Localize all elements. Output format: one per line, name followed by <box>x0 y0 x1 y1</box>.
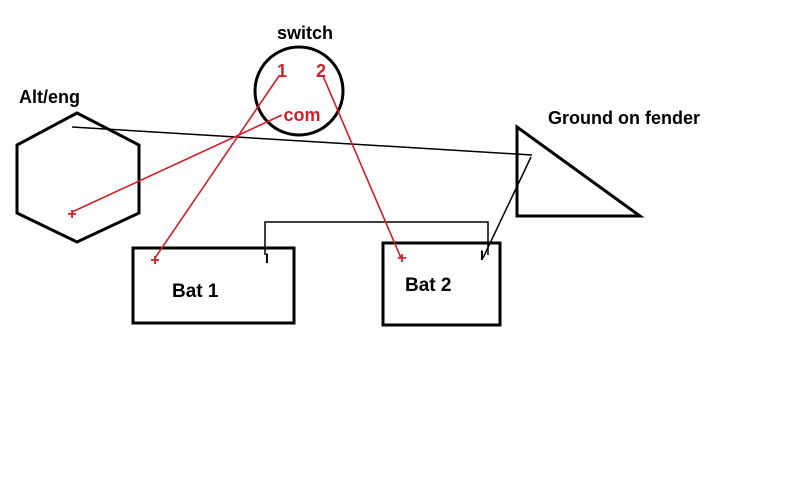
battery-1-positive-terminal: + <box>150 252 159 269</box>
battery-2-box <box>381 241 502 327</box>
battery-2-negative-terminal: I <box>480 247 484 263</box>
battery-2-ground-wire <box>482 156 532 259</box>
com-to-alternator-wire <box>71 114 283 213</box>
alternator-hexagon <box>15 111 141 244</box>
battery-1-label: Bat 1 <box>172 281 219 302</box>
switch-terminal-1: 1 <box>277 61 287 81</box>
alternator-positive-terminal: + <box>67 206 76 223</box>
switch-terminal-2: 2 <box>316 61 326 81</box>
ground-triangle <box>515 124 645 218</box>
alt-eng-label: Alt/eng <box>19 87 80 107</box>
switch1-to-bat1-wire <box>154 75 280 259</box>
switch-terminal-com: com <box>283 105 320 125</box>
battery-1-negative-terminal: I <box>265 250 269 266</box>
battery-2-label: Bat 2 <box>405 275 451 296</box>
battery-1-box <box>131 246 296 325</box>
switch-circle <box>253 45 345 137</box>
negative-link-wire <box>264 221 489 255</box>
switch-label: switch <box>277 23 333 43</box>
engine-ground-wire <box>71 126 533 156</box>
battery-2-positive-terminal: + <box>397 250 406 267</box>
switch2-to-bat2-wire <box>322 75 402 259</box>
ground-label: Ground on fender <box>548 108 700 128</box>
